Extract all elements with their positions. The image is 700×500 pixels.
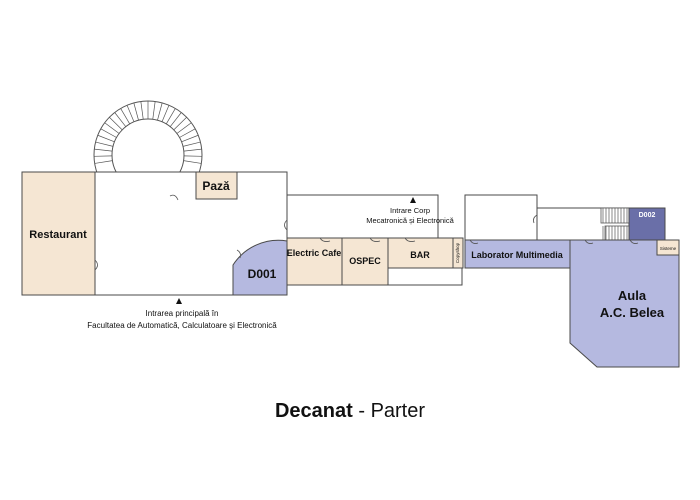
stair-step bbox=[169, 112, 182, 127]
stair-step bbox=[173, 117, 187, 131]
main-entrance-line1: Intrarea principală în bbox=[146, 309, 219, 318]
stair-step bbox=[183, 160, 202, 164]
stair-step bbox=[133, 102, 139, 121]
ospec-label: OSPEC bbox=[349, 256, 381, 266]
stair-step bbox=[161, 105, 170, 122]
paza-label: Pază bbox=[202, 179, 230, 193]
doors bbox=[94, 194, 639, 271]
stair-step bbox=[97, 134, 115, 143]
stair-step bbox=[126, 105, 135, 122]
main-entrance-line2: Facultatea de Automatică, Calculatoare ș… bbox=[87, 321, 277, 330]
electric-cafe-room[interactable] bbox=[286, 237, 343, 286]
bar-room[interactable] bbox=[387, 237, 454, 269]
aula-label-line1: Aula bbox=[618, 288, 647, 303]
small-room-label: Sisteme bbox=[660, 246, 677, 251]
stair-step bbox=[165, 108, 176, 125]
aula-room[interactable] bbox=[569, 239, 680, 368]
stair-step bbox=[181, 134, 199, 143]
floor-caption: Decanat - Parter bbox=[0, 400, 700, 423]
caption-subtitle: Parter bbox=[370, 400, 426, 422]
electric-cafe-label: Electric Cafe bbox=[287, 248, 342, 258]
stair-step bbox=[120, 108, 131, 125]
d001-label: D001 bbox=[248, 267, 277, 281]
aula-label-line2: A.C. Belea bbox=[600, 305, 665, 320]
stair-step bbox=[94, 160, 113, 164]
corp-entrance-line1: Intrare Corp bbox=[390, 206, 430, 215]
restaurant-label: Restaurant bbox=[29, 229, 87, 241]
paza-room[interactable] bbox=[195, 171, 238, 200]
stair-step bbox=[94, 148, 113, 152]
corp-entrance-line2: Mecatronică și Electronică bbox=[366, 216, 454, 225]
stair-step bbox=[152, 101, 156, 120]
main-entrance-arrow-icon bbox=[176, 298, 182, 304]
ospec-room[interactable] bbox=[341, 237, 389, 286]
caption-separator: - bbox=[352, 400, 371, 422]
laborator-multimedia-label: Laborator Multimedia bbox=[471, 250, 564, 260]
caption-title: Decanat bbox=[274, 400, 353, 422]
stair-step bbox=[104, 122, 120, 134]
bar-label: BAR bbox=[410, 250, 430, 260]
laborator-multimedia-room[interactable] bbox=[464, 239, 571, 269]
stair-step bbox=[100, 128, 117, 138]
restaurant-room[interactable] bbox=[21, 171, 96, 296]
d002-label: D002 bbox=[639, 212, 656, 219]
stair-step bbox=[176, 122, 192, 134]
d002-room[interactable] bbox=[628, 207, 666, 241]
stair-step bbox=[109, 117, 123, 131]
stair-step bbox=[140, 101, 144, 120]
stair-step bbox=[182, 141, 201, 147]
stair-step bbox=[157, 102, 163, 121]
corp-entrance-arrow-icon bbox=[410, 197, 416, 203]
stair-step bbox=[95, 141, 114, 147]
stair-step bbox=[183, 148, 202, 152]
copyshop-label: Copyshop bbox=[455, 242, 460, 263]
stair-step bbox=[114, 112, 127, 127]
stair-step bbox=[179, 128, 196, 138]
copyshop-room[interactable] bbox=[452, 237, 464, 269]
